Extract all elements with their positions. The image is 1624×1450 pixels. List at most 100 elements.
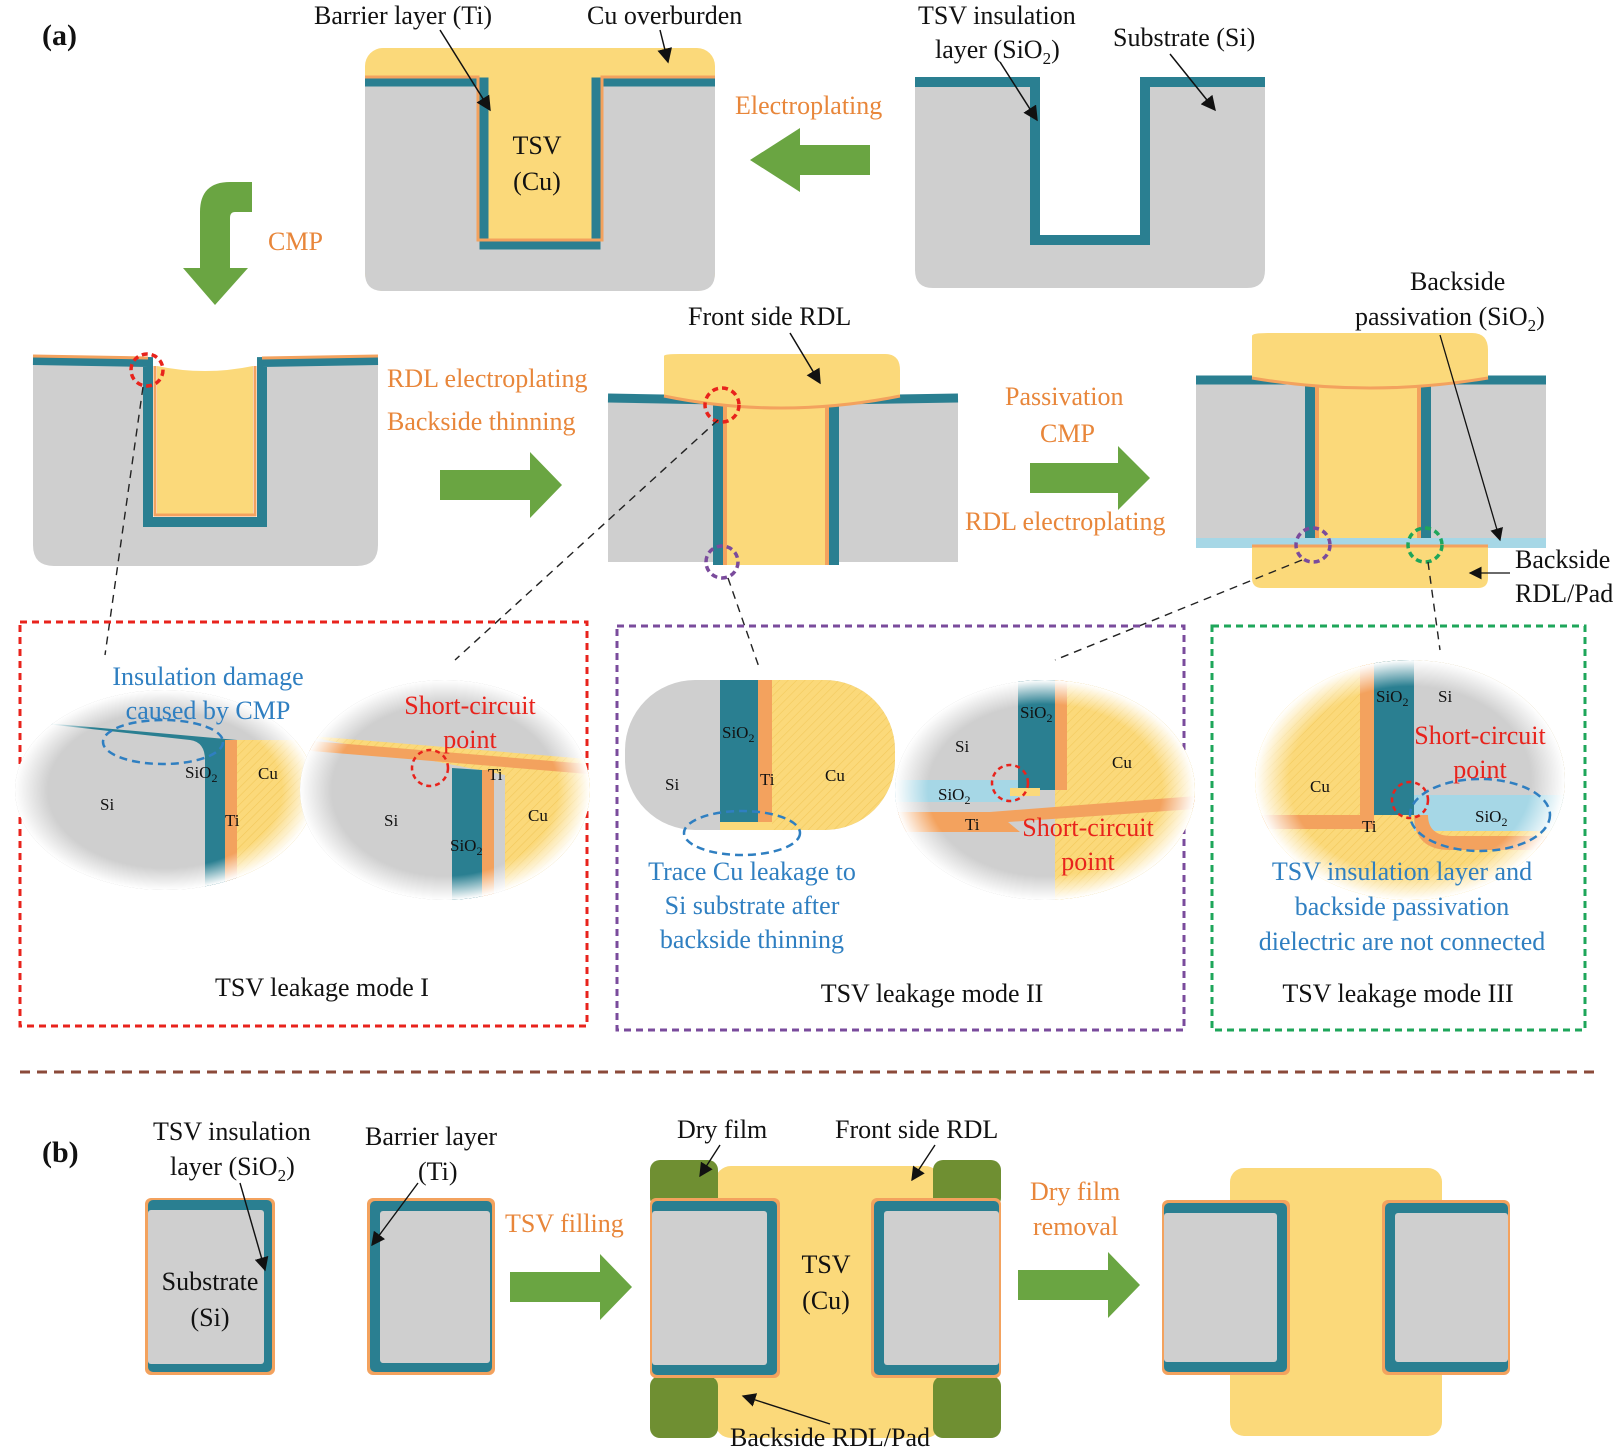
label-backside-passivation-1: Backside	[1410, 267, 1505, 296]
label-substrate: Substrate (Si)	[1113, 23, 1255, 52]
mode3-zoom	[1255, 660, 1565, 900]
mode1-damage-ring	[101, 718, 225, 766]
step-tsv-filling: TSV filling	[505, 1209, 624, 1238]
mode1-sio2-left: SiO2	[185, 763, 217, 785]
mode1-frame	[18, 620, 589, 1028]
mode2-trace-label-2: Si substrate after	[665, 891, 840, 920]
label-backside-rdl-1: Backside	[1515, 545, 1610, 574]
mode3-short-label-1: Short-circuit	[1414, 721, 1546, 750]
mode1-damage-label-2: caused by CMP	[126, 696, 291, 725]
structure-electroplated	[365, 48, 715, 291]
b-backside-rdl-label: Backside RDL/Pad	[730, 1423, 930, 1450]
label-tsv-cu: TSV	[512, 131, 561, 160]
structure-after-cmp	[32, 354, 379, 566]
arrow-dry-film-removal	[1018, 1252, 1140, 1318]
arrow-passivation	[1030, 446, 1150, 510]
mode2-sio2-left: SiO2	[722, 723, 754, 745]
mode3-gap-label-3: dielectric are not connected	[1259, 927, 1546, 956]
mode3-short-ring	[1390, 780, 1430, 820]
label-backside-rdl-2: RDL/Pad	[1515, 579, 1613, 608]
label-tsv-insulation-1: TSV insulation	[918, 1, 1076, 30]
structure-b-barrier	[367, 1198, 495, 1375]
arrow-electroplating	[750, 128, 870, 192]
mode3-short-label-2: point	[1453, 755, 1507, 784]
marker-mode2-pad	[1294, 526, 1332, 564]
step-cmp: CMP	[268, 227, 323, 256]
step-dry-film-removal-1: Dry film	[1030, 1177, 1120, 1206]
step-electroplating: Electroplating	[735, 91, 882, 120]
mode1-short-label-1: Short-circuit	[404, 691, 536, 720]
step-cmp2: CMP	[1040, 419, 1095, 448]
label-backside-passivation-2: passivation (SiO2)	[1355, 302, 1545, 335]
mode3-title: TSV leakage mode III	[1282, 979, 1513, 1008]
mode1-ti-right: Ti	[488, 765, 503, 784]
step-dry-film-removal-2: removal	[1033, 1212, 1118, 1241]
b-insulation-label-2: layer (SiO2)	[170, 1152, 295, 1185]
mode2-cu-right: Cu	[1112, 753, 1132, 772]
mode1-short-label-2: point	[443, 725, 497, 754]
b-tsv-label-1: TSV	[801, 1250, 850, 1279]
mode3-gap-label-1: TSV insulation layer and	[1272, 857, 1532, 886]
mode2-short-ring	[990, 763, 1030, 803]
marker-mode1-cmp	[129, 352, 165, 388]
panel-b-label: (b)	[42, 1136, 79, 1169]
mode1-short-ring	[410, 748, 450, 788]
arrow-tsv-filling	[510, 1254, 632, 1320]
structure-trench	[915, 77, 1265, 288]
structure-front-rdl	[607, 354, 959, 565]
label-front-side-rdl: Front side RDL	[688, 302, 851, 331]
mode2-ti-left: Ti	[760, 770, 775, 789]
arrow-cmp	[183, 182, 252, 305]
mode1-ti-left: Ti	[225, 811, 240, 830]
structure-b-insulated	[145, 1198, 275, 1375]
mode1-title: TSV leakage mode I	[215, 973, 429, 1002]
mode3-gap-ring	[1408, 777, 1552, 853]
marker-mode3-pad	[1406, 526, 1444, 564]
mode2-si-left: Si	[665, 775, 679, 794]
mode1-zoom-left	[15, 690, 315, 890]
mode3-si: Si	[1438, 687, 1452, 706]
b-front-rdl-label: Front side RDL	[835, 1115, 998, 1144]
b-tsv-label-2: (Cu)	[802, 1286, 850, 1315]
mode1-cu-left: Cu	[258, 764, 278, 783]
mode1-damage-label-1: Insulation damage	[112, 662, 303, 691]
structure-b-final	[1162, 1168, 1510, 1436]
b-substrate-label-1: Substrate	[162, 1267, 259, 1296]
step-passivation: Passivation	[1005, 382, 1123, 411]
mode2-trace-label-3: backside thinning	[660, 925, 844, 954]
mode1-si-right: Si	[384, 811, 398, 830]
mode3-frame	[1210, 624, 1587, 1032]
b-substrate-label-2: (Si)	[191, 1303, 230, 1332]
mode2-trace-ring	[682, 809, 802, 857]
mode2-si-right: Si	[955, 737, 969, 756]
step-rdl-electroplating-2: RDL electroplating	[965, 507, 1165, 536]
marker-mode2-thinning	[704, 544, 740, 580]
mode2-zoom-left	[625, 680, 895, 830]
mode2-ti-right: Ti	[965, 815, 980, 834]
step-backside-thinning: Backside thinning	[387, 407, 575, 436]
mode2-short-label-1: Short-circuit	[1022, 813, 1154, 842]
b-barrier-label-2: (Ti)	[418, 1157, 458, 1186]
mode2-trace-label-1: Trace Cu leakage to	[648, 857, 856, 886]
marker-mode1-rdl	[703, 386, 741, 424]
mode2-cu-left: Cu	[825, 766, 845, 785]
mode3-ti: Ti	[1362, 817, 1377, 836]
mode2-title: TSV leakage mode II	[821, 979, 1044, 1008]
arrow-thinning	[440, 452, 562, 518]
mode1-zoom-right	[300, 680, 590, 900]
mode3-gap-label-2: backside passivation	[1295, 892, 1509, 921]
structure-backside-rdl	[1196, 333, 1546, 588]
mode2-sio2-right: SiO2	[1020, 703, 1052, 725]
mode1-si-left: Si	[100, 795, 114, 814]
label-tsv-insulation-2: layer (SiO2)	[935, 35, 1060, 68]
label-barrier-layer: Barrier layer (Ti)	[314, 1, 492, 30]
mode1-sio2-right: SiO2	[450, 836, 482, 858]
b-insulation-label-1: TSV insulation	[153, 1117, 311, 1146]
mode1-cu-right: Cu	[528, 806, 548, 825]
panel-a-label: (a)	[42, 19, 77, 52]
b-barrier-label-1: Barrier layer	[365, 1122, 497, 1151]
label-tsv-cu-2: (Cu)	[513, 167, 561, 196]
mode2-short-label-2: point	[1061, 847, 1115, 876]
b-dry-film-label: Dry film	[677, 1115, 767, 1144]
